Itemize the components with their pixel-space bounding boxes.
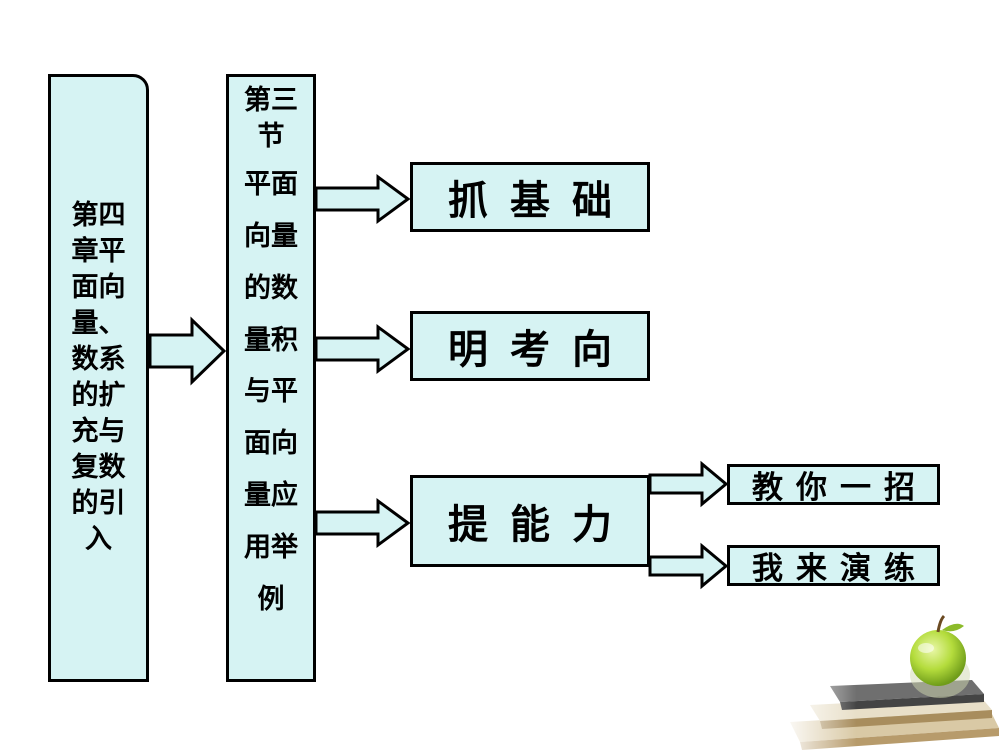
chapter-label: 第四章平面向量、数系的扩充与复数的引入 bbox=[71, 200, 126, 555]
section-line: 面向 bbox=[244, 428, 298, 460]
arrow-to-grasp-basics bbox=[314, 174, 411, 224]
section-line: 例 bbox=[257, 584, 285, 616]
section-line: 用举 bbox=[244, 532, 298, 564]
books-and-apple-illustration bbox=[780, 610, 999, 750]
improve-ability-box: 提能力 bbox=[410, 475, 650, 567]
section-line: 第三节 bbox=[244, 85, 298, 152]
exam-direction-label: 明考向 bbox=[448, 327, 634, 373]
improve-ability-label: 提能力 bbox=[448, 502, 634, 548]
section-line: 量积 bbox=[244, 324, 298, 356]
practice-label: 我来演练 bbox=[752, 551, 928, 587]
section-box: 第三节 平面 向量 的数 量积 与平 面向 量应 用举 例 bbox=[226, 74, 316, 682]
exam-direction-box: 明考向 bbox=[410, 311, 650, 381]
arrow-chapter-to-section bbox=[148, 316, 227, 386]
section-line: 的数 bbox=[244, 272, 298, 304]
section-line: 量应 bbox=[244, 480, 298, 512]
arrow-to-practice bbox=[648, 542, 729, 590]
grasp-basics-label: 抓基础 bbox=[448, 178, 634, 224]
arrow-to-teach-trick bbox=[648, 460, 729, 508]
arrow-to-improve-ability bbox=[314, 498, 411, 548]
arrow-to-exam-direction bbox=[314, 324, 411, 374]
teach-trick-label: 教你一招 bbox=[752, 470, 928, 506]
practice-box: 我来演练 bbox=[727, 545, 940, 587]
section-label: 第三节 平面 向量 的数 量积 与平 面向 量应 用举 例 bbox=[239, 83, 303, 618]
section-line: 向量 bbox=[244, 220, 298, 252]
chapter-box: 第四章平面向量、数系的扩充与复数的引入 bbox=[48, 74, 149, 682]
grasp-basics-box: 抓基础 bbox=[410, 162, 650, 232]
section-line: 平面 bbox=[244, 168, 298, 200]
section-line: 与平 bbox=[244, 376, 298, 408]
teach-trick-box: 教你一招 bbox=[727, 464, 940, 506]
